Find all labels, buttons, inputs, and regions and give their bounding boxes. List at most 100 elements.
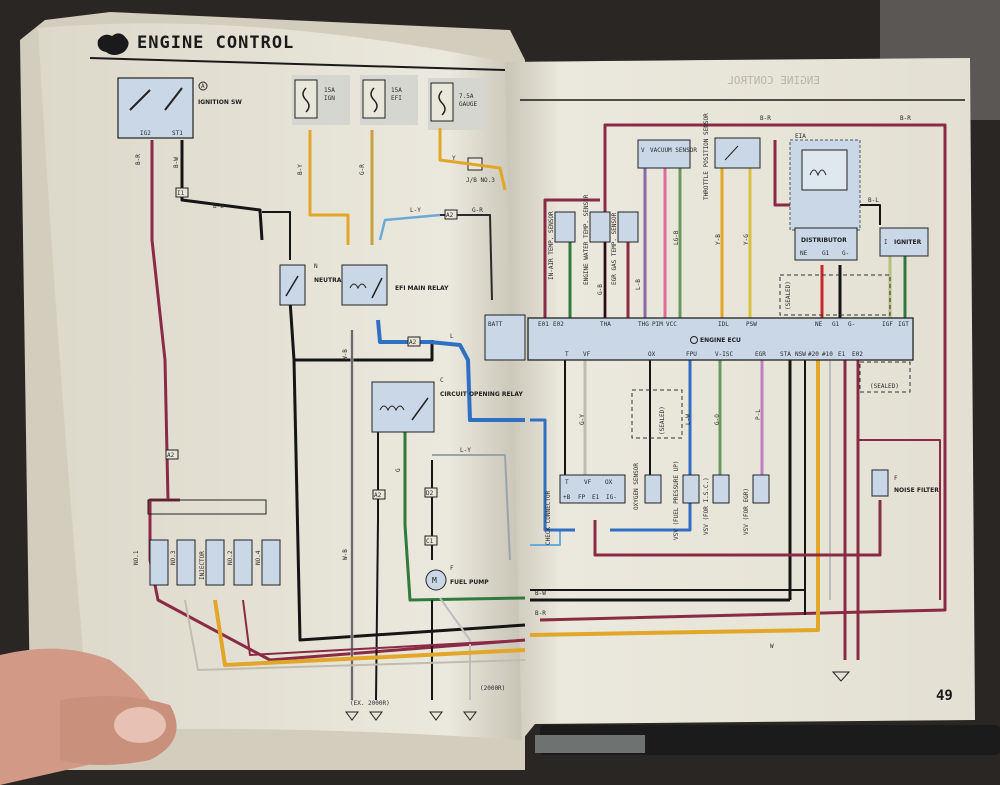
ecu-top-pin-g-: G- bbox=[848, 321, 855, 328]
ignition-switch: IG2 ST1 A IGNITION SW bbox=[117, 77, 242, 139]
ecu-top-pin-igt: IGT bbox=[898, 321, 909, 328]
r-wire-w: W bbox=[770, 643, 774, 650]
vsv-fuel: VSV (FUEL PRESSURE UP) bbox=[673, 461, 700, 540]
sealed-label-3: (SEALED) bbox=[785, 281, 792, 310]
hand bbox=[0, 648, 177, 785]
ecu-bottom-pin--20: #20 bbox=[808, 351, 819, 358]
noise-filter: F NOISE FILTER bbox=[871, 469, 939, 497]
injector-label-4: NO.4 bbox=[255, 550, 262, 565]
vacuum-sensor: V VACUUM SENSOR bbox=[637, 139, 697, 169]
ecu-bottom-pin-ox: OX bbox=[648, 351, 656, 358]
igniter-letter: I bbox=[884, 239, 888, 246]
r-wire-br: B-R bbox=[535, 610, 546, 617]
fuse-7-5a-gauge: 7.5A GAUGE bbox=[428, 78, 486, 130]
left-wire-labels: B-R B-W B-W B-Y G-R L-Y G-R Y L W-B W-B … bbox=[135, 154, 505, 707]
injector-2 bbox=[233, 539, 253, 586]
fuse-efi-name: EFI bbox=[391, 95, 402, 102]
svg-text:M: M bbox=[432, 576, 437, 585]
fuse-efi-amp: 15A bbox=[391, 87, 402, 94]
ecu-bottom-pin-nsw: NSW bbox=[795, 351, 806, 358]
pen-clip bbox=[535, 735, 645, 753]
r-wire-gb: G-B bbox=[597, 284, 604, 295]
wire-label-y: Y bbox=[452, 155, 456, 162]
sensor-label-water: ENGINE WATER TEMP. SENSOR bbox=[583, 194, 590, 285]
check-pin-fp: FP bbox=[578, 494, 586, 501]
distributor-name: DISTRIBUTOR bbox=[801, 237, 847, 244]
ecu-bottom-pin--10: #10 bbox=[822, 351, 833, 358]
distributor-pin-g1: G1 bbox=[822, 250, 830, 257]
r-wire-lb: L-B bbox=[635, 279, 642, 290]
injectors: NO.1 NO.3 INJECTOR NO.2 NO.4 bbox=[133, 499, 281, 586]
ecu-top-pin-g1: G1 bbox=[832, 321, 840, 328]
ecu-name: ENGINE ECU bbox=[700, 337, 741, 344]
efi-relay-name: EFI MAIN RELAY bbox=[395, 285, 449, 292]
sealed-label-2: (SEALED) bbox=[870, 383, 899, 390]
vacuum-letter: V bbox=[641, 147, 645, 154]
ground-label-k: (2000R) bbox=[480, 685, 505, 692]
igniter: I IGNITER bbox=[879, 227, 929, 257]
vsv-isc: VSV (FOR I.S.C.) bbox=[703, 474, 730, 535]
circuit-relay-letter: C bbox=[440, 377, 444, 384]
page-title: ENGINE CONTROL bbox=[137, 33, 294, 53]
ecu-top-pin-tha: THA bbox=[600, 321, 611, 328]
vsv-isc-label: VSV (FOR I.S.C.) bbox=[703, 477, 710, 535]
sealed-labels: (SEALED) (SEALED) (SEALED) bbox=[659, 281, 899, 435]
check-pin-b: +B bbox=[563, 494, 571, 501]
circuit-relay-name: CIRCUIT OPENING RELAY bbox=[440, 391, 523, 398]
ecu-bottom-pin-e1: E1 bbox=[838, 351, 846, 358]
injector-main bbox=[205, 539, 225, 586]
fuse-gauge-amp: 7.5A bbox=[459, 93, 474, 100]
sealed-label-1: (SEALED) bbox=[659, 406, 666, 435]
ignition-letter-badge bbox=[198, 81, 208, 91]
ecu-bottom-pin-sta: STA bbox=[780, 351, 791, 358]
r-wire-br-top: B-R bbox=[760, 115, 771, 122]
left-connectors: A2 A2 A2 D2 C1 I1 A2 bbox=[165, 187, 458, 546]
wire-label-ly: L-Y bbox=[410, 207, 421, 214]
r-wire-go: G-O bbox=[714, 414, 721, 425]
wire-label-wb-2: W-B bbox=[342, 549, 349, 560]
page-header: ENGINE CONTROL ENGINE CONTROL bbox=[89, 33, 965, 101]
oxygen-sensor: OXYGEN SENSOR bbox=[633, 463, 662, 510]
oxygen-label: OXYGEN SENSOR bbox=[633, 463, 640, 510]
batt-block: BATT bbox=[484, 314, 526, 361]
wire-label-l: L bbox=[450, 333, 454, 340]
ecu-bottom-pin-vf: VF bbox=[583, 351, 591, 358]
fuse-15a-efi: 15A EFI bbox=[360, 75, 418, 125]
ecu-top-pin-idl: IDL bbox=[718, 321, 729, 328]
noise-filter-name: NOISE FILTER bbox=[894, 487, 939, 494]
connector-i1: I1 bbox=[177, 190, 185, 197]
ecu-top-pin-thg: THG bbox=[638, 321, 649, 328]
fuel-pump: M F FUEL PUMP bbox=[425, 565, 489, 591]
injector-label-3: NO.3 bbox=[170, 550, 177, 565]
pen bbox=[540, 725, 1000, 755]
distributor: EIA DISTRIBUTOR NE G1 G- bbox=[789, 133, 861, 261]
r-wire-lgb: LG-B bbox=[673, 230, 680, 245]
injector-label-2: NO.2 bbox=[227, 550, 234, 565]
connector-a2-low: A2 bbox=[374, 492, 382, 499]
injector-1 bbox=[149, 539, 169, 586]
sensor-label-air: IN-AIR TEMP. SENSOR bbox=[548, 211, 555, 280]
check-connector-name: CHECK CONNECTOR bbox=[545, 490, 552, 545]
r-wire-bl: B-L bbox=[868, 197, 879, 204]
ecu-top-pin-pim: PIM bbox=[652, 321, 663, 328]
vsv-egr: VSV (FOR EGR) bbox=[743, 474, 770, 535]
ecu-top-pin-vcc: VCC bbox=[666, 321, 677, 328]
mirror-header: ENGINE CONTROL bbox=[727, 74, 820, 87]
efi-main-relay: EFI MAIN RELAY bbox=[341, 264, 449, 306]
injector-label-main: INJECTOR bbox=[199, 551, 206, 580]
throttle-sensor: THROTTLE POSITION SENSOR bbox=[703, 113, 761, 200]
throttle-name: THROTTLE POSITION SENSOR bbox=[703, 113, 710, 200]
r-wire-lw: L-W bbox=[685, 414, 692, 425]
ecu-bottom-pin-fpu: FPU bbox=[686, 351, 697, 358]
wire-label-gr: G-R bbox=[359, 164, 366, 175]
fuse-ign-amp: 15A bbox=[324, 87, 335, 94]
check-connector: T VF OX +B FP E1 IG- CHECK CONNECTOR bbox=[545, 474, 626, 545]
wire-label-gr-2: G-R bbox=[472, 207, 483, 214]
connector-c1: C1 bbox=[426, 538, 434, 545]
right-grounds bbox=[831, 671, 851, 682]
injector-3 bbox=[176, 539, 196, 586]
connector-d2: D2 bbox=[426, 490, 434, 497]
ecu-bottom-pin-v-isc: V-ISC bbox=[715, 351, 733, 358]
